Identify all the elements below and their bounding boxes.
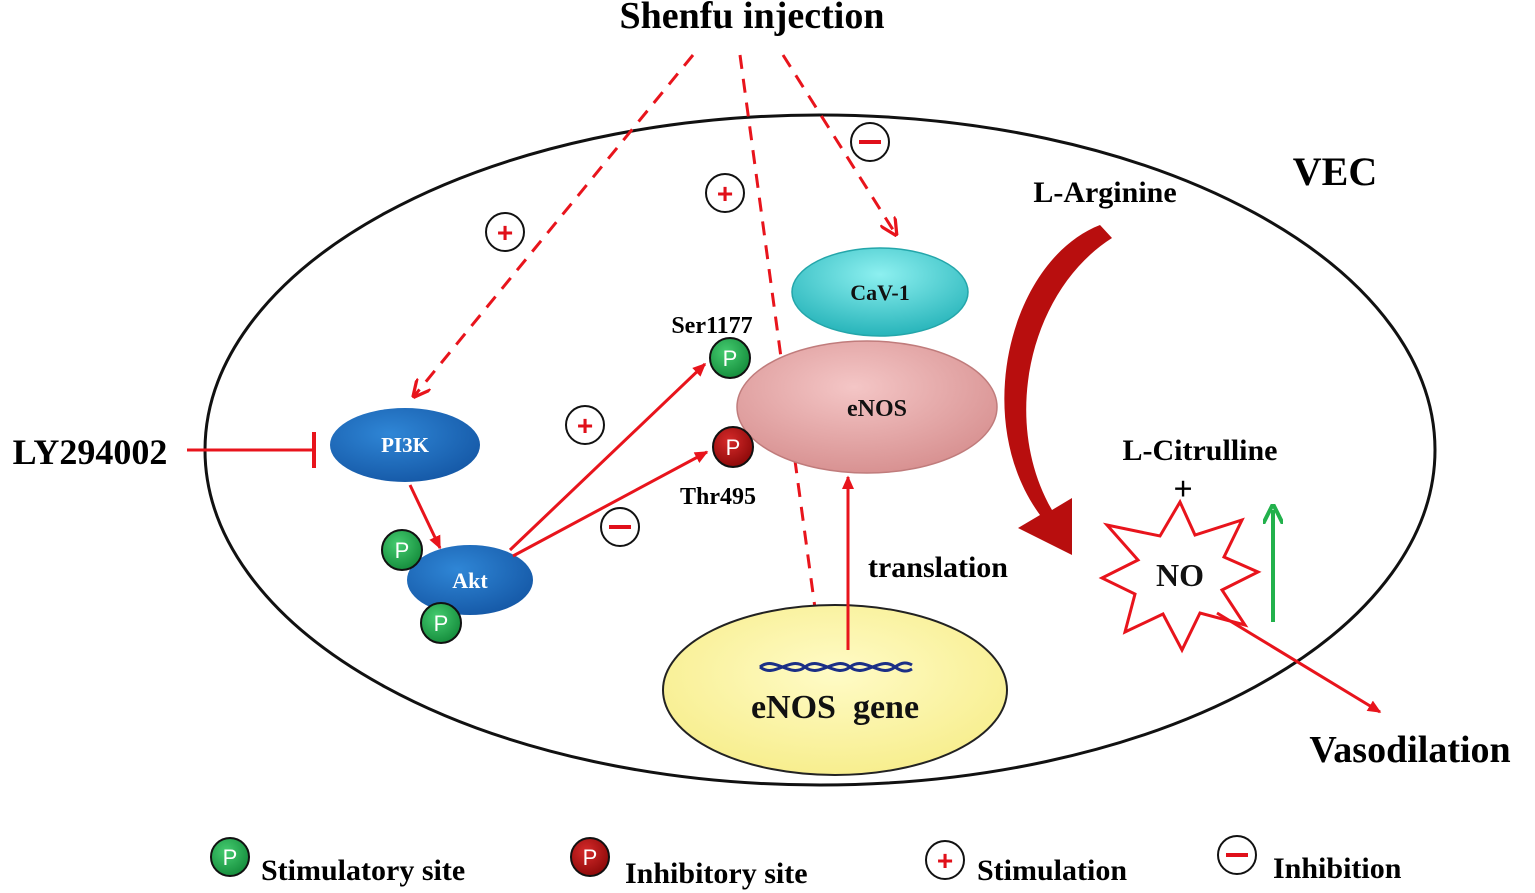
svg-text:P: P — [223, 845, 238, 870]
akt-phospho-site-top: P — [381, 529, 423, 571]
title: Shenfu injection — [620, 0, 885, 37]
translation-label: translation — [868, 551, 1008, 584]
plus-icon: + — [577, 410, 593, 441]
stimulation-mark-pi3k: + — [485, 212, 525, 252]
dashed-arrow-to-pi3k — [415, 54, 695, 395]
thr495-inhibitory-site: P — [712, 426, 754, 468]
akt-node — [407, 545, 533, 615]
svg-text:P: P — [434, 611, 449, 636]
svg-text:P: P — [583, 845, 598, 870]
akt-phospho-site-bottom: P — [420, 602, 462, 644]
ser1177-stimulatory-site: P — [709, 337, 751, 379]
plus-sign-label: + — [1173, 471, 1192, 508]
inhibitor-label: LY294002 — [13, 432, 168, 472]
legend: P Stimulatory site P Inhibitory site + S… — [210, 835, 1402, 890]
plus-icon: + — [717, 178, 733, 209]
inhibition-mark-thr495 — [600, 507, 640, 547]
cell-label: VEC — [1293, 149, 1377, 194]
legend-inhibition: Inhibition — [1217, 835, 1402, 885]
ser1177-label: Ser1177 — [671, 313, 752, 339]
cav1-node — [791, 247, 969, 337]
no-label: NO — [1156, 557, 1204, 593]
legend-stimulation-label: Stimulation — [977, 854, 1127, 887]
plus-icon: + — [497, 217, 513, 248]
legend-stimulation: + Stimulation — [925, 840, 1127, 887]
plus-icon: + — [937, 845, 953, 876]
enos-label: eNOS — [847, 396, 907, 422]
svg-text:P: P — [723, 346, 738, 371]
pi3k-node — [330, 408, 480, 482]
arrow-no-to-vasodilation — [1216, 611, 1382, 714]
stimulation-mark-gene: + — [705, 173, 745, 213]
arrow-akt-to-ser1177 — [508, 362, 707, 552]
legend-stimulatory-site: P Stimulatory site — [210, 837, 465, 887]
svg-text:P: P — [726, 435, 741, 460]
stimulation-mark-ser1177: + — [565, 405, 605, 445]
cav1-label: CaV-1 — [850, 280, 909, 305]
enos-gene-node — [662, 604, 1008, 776]
arrow-akt-to-thr495 — [512, 450, 709, 558]
pi3k-label: PI3K — [381, 433, 430, 457]
arrow-pi3k-to-akt — [408, 484, 442, 550]
inhibition-mark-cav1 — [850, 122, 890, 162]
vasodilation-label: Vasodilation — [1309, 729, 1510, 771]
thr495-label: Thr495 — [680, 484, 756, 510]
enos-node — [736, 340, 998, 474]
legend-inhibition-label: Inhibition — [1273, 852, 1402, 885]
legend-inhibitory-site: P Inhibitory site — [570, 837, 808, 890]
akt-label: Akt — [452, 568, 488, 593]
svg-text:P: P — [395, 538, 410, 563]
legend-inhibitory-site-label: Inhibitory site — [625, 857, 808, 890]
dna-strand-icon — [759, 661, 913, 673]
dashed-arrow-to-cav1 — [781, 54, 895, 233]
l-arginine-label: L-Arginine — [1033, 176, 1176, 209]
dashed-arrow-to-gene — [738, 54, 820, 645]
legend-stimulatory-site-label: Stimulatory site — [261, 854, 465, 887]
curved-arrow-icon — [1004, 225, 1112, 555]
enos-gene-label: eNOS gene — [751, 689, 919, 726]
l-citrulline-label: L-Citrulline — [1123, 434, 1278, 467]
